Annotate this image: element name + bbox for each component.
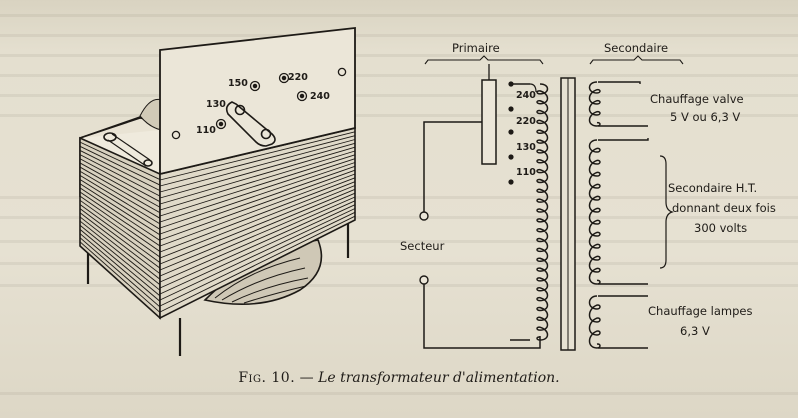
secondary-brace [589, 55, 684, 65]
terminal-panel [159, 26, 356, 176]
selector-label-150: 150 [228, 78, 248, 89]
tap-label-110: 110 [516, 167, 536, 178]
tap-selector-strip [481, 79, 497, 165]
selector-label-130: 130 [206, 99, 226, 110]
valve-heater-label: Chauffage valve [650, 92, 744, 106]
primary-label: Primaire [452, 41, 500, 55]
ht-secondary-line2: donnant deux fois [672, 201, 776, 215]
figure-title: Le transformateur d'alimentation. [318, 370, 560, 386]
coil-bottom [203, 239, 323, 305]
tap-label-130: 130 [516, 142, 536, 153]
primary-tap-points [508, 81, 514, 185]
secondary-winding-valve [588, 81, 601, 127]
selector-label-240: 240 [310, 91, 330, 102]
mains-wire-top [423, 121, 482, 212]
mains-label: Secteur [400, 239, 445, 253]
schematic [419, 55, 684, 351]
mains-wire-bottom [423, 284, 541, 349]
ht-secondary-line3: 300 volts [694, 221, 747, 235]
lamp-heater-label: Chauffage lampes [648, 304, 752, 318]
transformer-illustration [79, 26, 356, 356]
iron-core [560, 77, 576, 351]
selector-label-110: 110 [196, 125, 216, 136]
secondary-winding-lamps [588, 295, 601, 349]
caption-separator: — [295, 370, 319, 386]
secondary-winding-ht [588, 139, 601, 285]
figure-caption: Fig. 10. — Le transformateur d'alimentat… [0, 370, 798, 386]
secondary-label: Secondaire [604, 41, 668, 55]
valve-heater-voltage: 5 V ou 6,3 V [670, 110, 740, 124]
laminations-left [79, 141, 161, 313]
figure-number: Fig. 10. [238, 370, 296, 386]
tap-label-220: 220 [516, 116, 536, 127]
top-face-slot [103, 132, 153, 167]
terminal-screws [171, 67, 347, 140]
laminations-front [159, 131, 356, 313]
lamp-heater-voltage: 6,3 V [680, 324, 710, 338]
tap-label-240: 240 [516, 90, 536, 101]
voltage-selector-bar [225, 101, 276, 147]
primary-winding [536, 83, 549, 341]
ht-secondary-label: Secondaire H.T. [668, 181, 757, 195]
ht-brace [659, 155, 674, 269]
selector-label-220: 220 [288, 72, 308, 83]
primary-brace [424, 55, 544, 65]
